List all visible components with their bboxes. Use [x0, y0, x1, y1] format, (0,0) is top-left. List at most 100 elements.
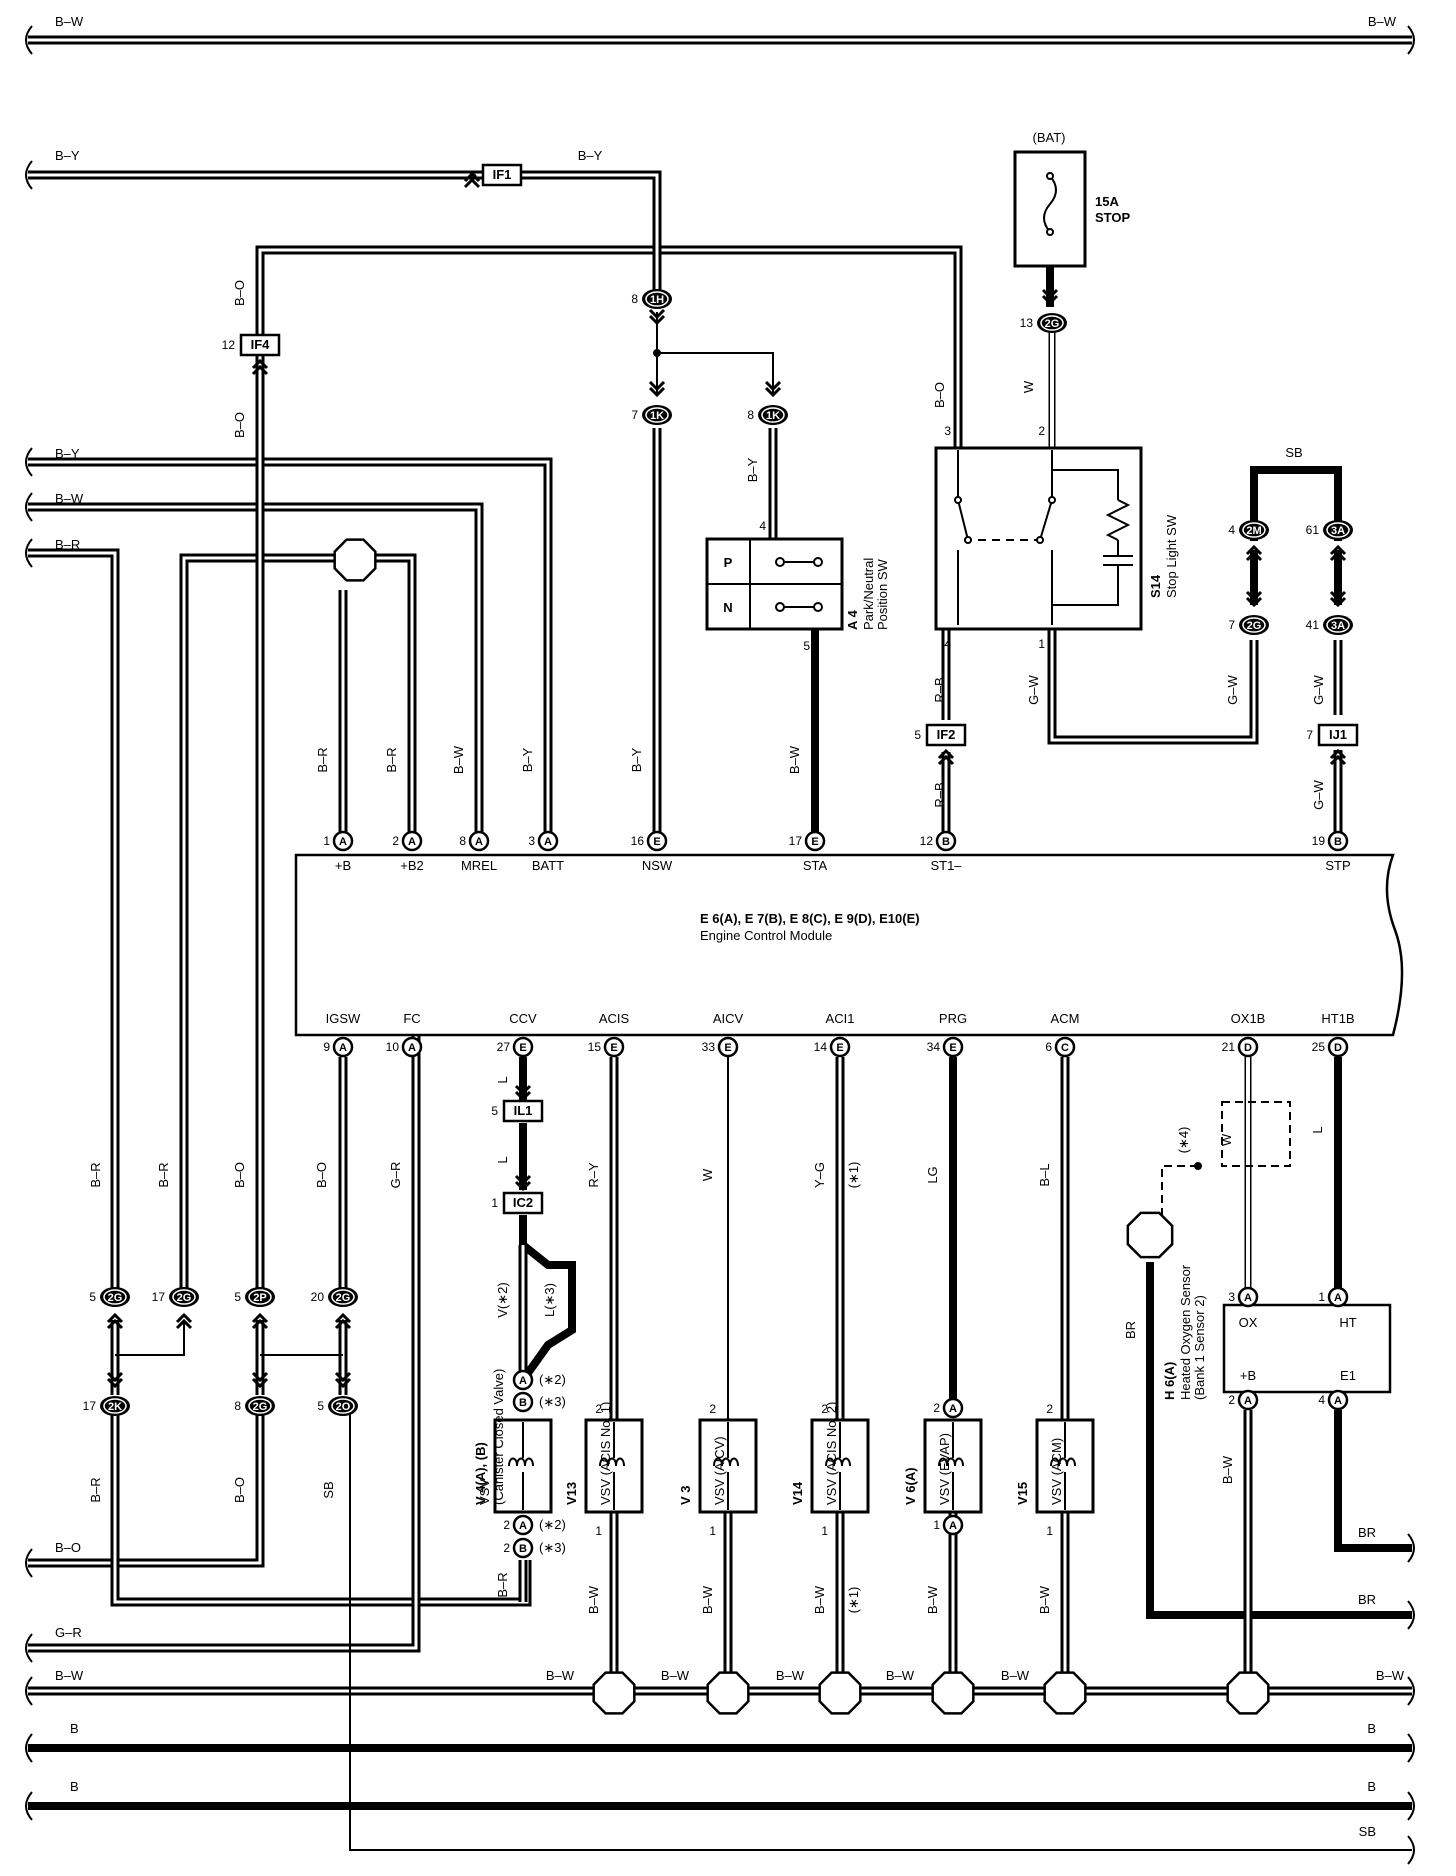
jun-row1-chev-2-2: [251, 1318, 269, 1330]
ecm-top-conn-1-pin: 2: [392, 834, 399, 848]
bus-bo-break: [25, 1548, 33, 1578]
o2-conn-e1: [1327, 1389, 1349, 1411]
o2-conn-b: [1237, 1389, 1259, 1411]
jun-row2-chev-2: [334, 1377, 352, 1389]
bus-b1-break-l: [25, 1733, 33, 1763]
pn-wire-by: B–Y: [745, 457, 760, 482]
wire-vsv-bot-label-0: B–W: [586, 1585, 601, 1614]
sls-wire-gw4: G–W: [1311, 779, 1326, 809]
wire-br-loop-core: [113, 1410, 529, 1604]
chev-3a41: [1329, 596, 1347, 608]
wire-br-shield-label: BR: [1123, 1321, 1138, 1339]
ground-splice-5: [1226, 1671, 1270, 1715]
ecm-top-conn-1: [401, 830, 423, 852]
wire-ox-label: W: [1219, 1133, 1234, 1146]
bus-bottom-bw-label: B–W: [55, 1668, 84, 1683]
wire-gr-label: G–R: [388, 1162, 403, 1189]
o2-conn-ht: [1327, 1286, 1349, 1308]
ecm-top-conn-0-letter: A: [339, 836, 347, 848]
vsv-name-0-0: VSV: [477, 1479, 492, 1505]
bus-bottom-bw-seg-5: B–W: [1376, 1668, 1405, 1683]
chev-1k8: [764, 386, 782, 398]
ecm-bot-label-6: PRG: [939, 1011, 967, 1026]
vsv-coil-1: [599, 1457, 625, 1467]
ecm-bot-label-5: ACI1: [826, 1011, 855, 1026]
ecm-bot-conn-1: [401, 1036, 423, 1058]
pn-term-1: [813, 557, 823, 567]
bus-sb: [349, 1410, 1412, 1851]
ecm-top-wire-5: B–W: [787, 745, 802, 774]
jun-row1-3-ring: [331, 1289, 355, 1305]
fuse-name: STOP: [1095, 210, 1130, 225]
ecm-top-conn-0: [332, 830, 354, 852]
ecm-top-conn-0-pin: 1: [323, 834, 330, 848]
sls-wire-gw3: G–W: [1311, 674, 1326, 704]
ecm-top-conn-5: [804, 830, 826, 852]
ecm-bot-conn-7-pin: 6: [1045, 1040, 1052, 1054]
chev-1k7: [648, 386, 666, 398]
ecm-top-conn-3: [537, 830, 559, 852]
jun-1h-label: 1H: [650, 294, 664, 306]
wire-1h-1k8: [657, 352, 774, 395]
o2-conn-b-letter: A: [1244, 1395, 1252, 1407]
jun-row2-0-label: 2K: [108, 1401, 122, 1413]
chev-ccv-il1-2: [514, 1084, 532, 1096]
jun-row2-1-label: 2G: [253, 1401, 268, 1413]
jun-2m-ring: [1242, 522, 1266, 538]
sls-wire-sb: SB: [1285, 445, 1302, 460]
jun-1k7-ring: [645, 407, 669, 423]
bus-br-break: [25, 538, 33, 568]
ecm-top-conn-4-pin: 16: [631, 834, 645, 848]
ecm-top-conn-4-letter: E: [653, 836, 660, 848]
ecm-top-conn-5-letter: E: [811, 836, 818, 848]
wire-aci1-note: (∗1): [846, 1162, 861, 1189]
ccv-conn-b-bot-pin: 2: [503, 1541, 510, 1555]
ccv-conn-a-bot-letter: A: [519, 1520, 527, 1532]
bus-b1-label-l: B: [70, 1721, 79, 1736]
ecm-top-label-5: STA: [803, 858, 828, 873]
conn-ic2: [502, 1191, 544, 1215]
chev-ccv-il1: [514, 1090, 532, 1102]
vsv-coil-4: [938, 1457, 964, 1467]
chev-2m-2: [1245, 550, 1263, 562]
conn-if2-id: IF2: [937, 727, 956, 742]
ecm-bot-label-2: CCV: [509, 1011, 537, 1026]
sls-pin-3: 3: [944, 424, 951, 438]
ccv-conn-b-bot: [512, 1537, 534, 1559]
ecm-bot-conn-6: [942, 1036, 964, 1058]
jun-2g13-label: 2G: [1045, 318, 1060, 330]
ecm-top-conn-4: [646, 830, 668, 852]
ecm-top-conn-3-letter: A: [544, 836, 552, 848]
o2-shield-note: (∗4): [1176, 1127, 1191, 1154]
ecm-bot-conn-8-letter: D: [1244, 1042, 1252, 1054]
wire-br-shield-label2: BR: [1358, 1592, 1376, 1607]
jun-row2-2-pin: 5: [317, 1399, 324, 1413]
chev-ij1: [1329, 748, 1347, 760]
jun-row2-0-pin: 17: [83, 1399, 97, 1413]
wire-aci1-note-bot: (∗1): [846, 1587, 861, 1614]
wire-ccv-l2: L: [495, 1156, 510, 1163]
ecm-bot-conn-1-pin: 10: [386, 1040, 400, 1054]
jun-row1-0-label: 2G: [108, 1292, 123, 1304]
ecm-bot-conn-9: [1327, 1036, 1349, 1058]
ecm-bot-label-8: OX1B: [1231, 1011, 1266, 1026]
jun-1k8-pin: 8: [747, 408, 754, 422]
bus-gr-break: [25, 1633, 33, 1663]
jun-3a61-pin: 61: [1306, 523, 1320, 537]
chev-ij1-2: [1329, 754, 1347, 766]
wire-branch-br: [115, 1320, 185, 1356]
ecm-bot-conn-5-pin: 14: [814, 1040, 828, 1054]
vsv-pin-bot-3: 1: [1046, 1524, 1053, 1538]
ecm-top-conn-7: [1327, 830, 1349, 852]
o2-term-e1: E1: [1340, 1368, 1356, 1383]
ecm-top-conn-1-letter: A: [408, 836, 416, 848]
sls-code: S14: [1148, 574, 1163, 598]
o2-conn-e1-letter: A: [1334, 1395, 1342, 1407]
vsv-code-5: V15: [1015, 1482, 1030, 1505]
fuse-term-bot: [1046, 228, 1054, 236]
vsv-pin-top-3: 2: [1046, 1402, 1053, 1416]
jun-3a41-label: 3A: [1331, 620, 1345, 632]
wire-br-main-core: [28, 551, 117, 1300]
jun-row1-2-pin: 5: [234, 1290, 241, 1304]
ecm-bot-conn-5: [829, 1036, 851, 1058]
